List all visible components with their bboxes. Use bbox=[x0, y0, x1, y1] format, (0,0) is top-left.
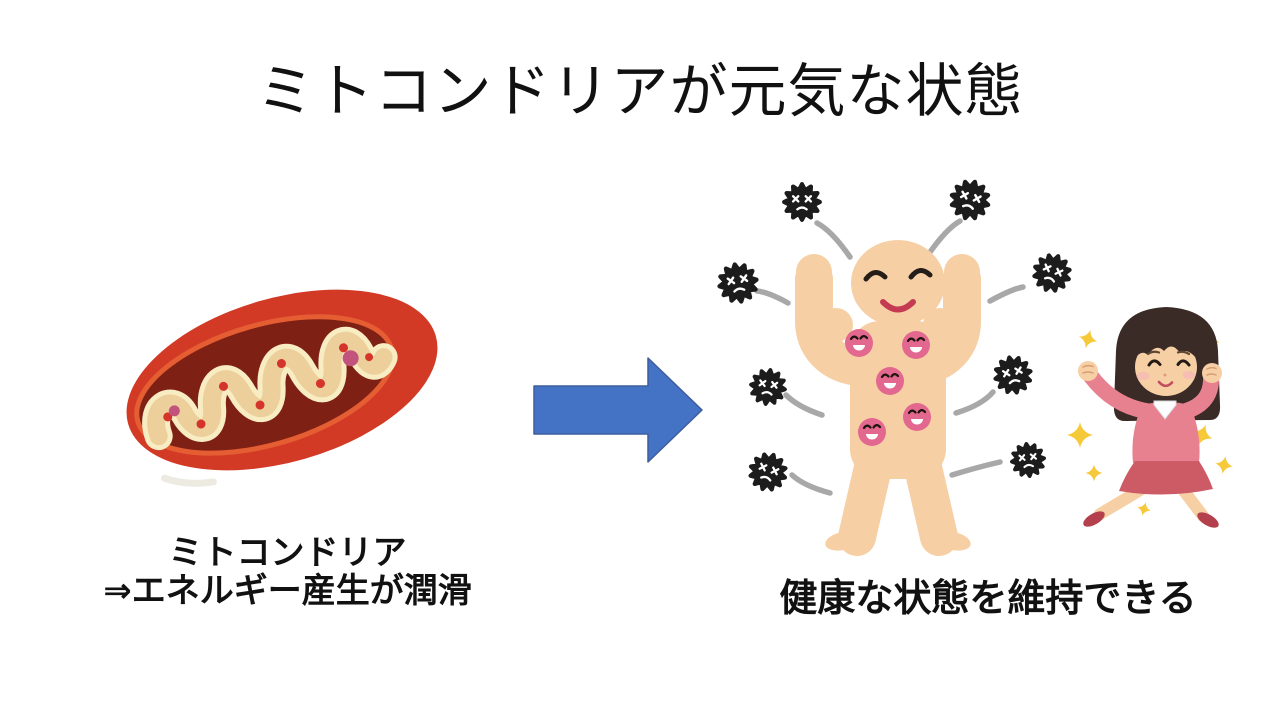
germ-icon bbox=[992, 354, 1034, 396]
woman-face-features bbox=[1136, 350, 1196, 388]
woman-left-fist bbox=[1078, 361, 1098, 381]
sparkle-icon bbox=[1076, 327, 1100, 351]
germ-icon bbox=[1008, 440, 1048, 480]
mitochondria-caption-line1: ミトコンドリア bbox=[168, 533, 407, 573]
germ-icon bbox=[1029, 250, 1075, 296]
mitochondria-granules bbox=[163, 343, 374, 429]
body-left-fist bbox=[796, 254, 832, 290]
right-arrow-shape bbox=[533, 357, 703, 463]
woman-skirt bbox=[1119, 461, 1213, 495]
body-head bbox=[851, 240, 945, 326]
immune-cell-icon bbox=[901, 401, 933, 433]
body-figure bbox=[795, 240, 981, 556]
mitochondria-caption: ミトコンドリア ⇒エネルギー産生が潤滑 bbox=[55, 534, 520, 610]
mitochondria-highlight bbox=[161, 474, 217, 487]
germ-icon bbox=[746, 365, 790, 409]
woman-left-shoe bbox=[1083, 511, 1105, 527]
healthy-body-illustration bbox=[700, 175, 1075, 556]
body-left-bicep bbox=[819, 308, 853, 342]
repel-arcs bbox=[754, 218, 1026, 496]
mitochondria-illustration bbox=[126, 289, 438, 487]
right-arrow-icon bbox=[533, 357, 703, 463]
body-right-fist bbox=[944, 254, 980, 290]
body-face bbox=[863, 268, 933, 313]
body-right-foot bbox=[935, 531, 971, 551]
mitochondria-cristae bbox=[142, 326, 398, 451]
woman-figure bbox=[1078, 307, 1222, 528]
germ-icon bbox=[716, 261, 759, 304]
slide-title: ミトコンドリアが元気な状態 bbox=[256, 57, 1024, 125]
immune-cell-icon bbox=[900, 329, 932, 361]
body-left-arm bbox=[795, 260, 877, 386]
germ-icon bbox=[784, 184, 820, 220]
immune-cell-icon bbox=[874, 365, 906, 397]
health-caption: 健康な状態を維持できる bbox=[779, 576, 1197, 620]
woman-right-shoe bbox=[1197, 512, 1219, 528]
woman-left-arm bbox=[1082, 367, 1154, 419]
germ-icon bbox=[947, 177, 993, 223]
sparkle-icon bbox=[1213, 454, 1235, 476]
woman-right-leg bbox=[1178, 485, 1209, 522]
sparkle-icon bbox=[1135, 500, 1153, 518]
germ-icon bbox=[746, 450, 791, 495]
immune-cell-icon bbox=[843, 327, 875, 359]
mitochondria-group bbox=[126, 289, 438, 487]
immune-cell-icon bbox=[856, 416, 888, 448]
woman-collar bbox=[1153, 400, 1177, 420]
body-left-foot bbox=[825, 531, 861, 551]
mitochondria-caption-line2: ⇒エネルギー産生が潤滑 bbox=[103, 571, 472, 611]
energetic-woman-illustration bbox=[1067, 307, 1235, 528]
sparkle-icon bbox=[1085, 464, 1103, 482]
woman-fist-fingers bbox=[1082, 364, 1217, 376]
woman-sweater bbox=[1132, 402, 1200, 466]
woman-right-fist bbox=[1202, 363, 1222, 383]
